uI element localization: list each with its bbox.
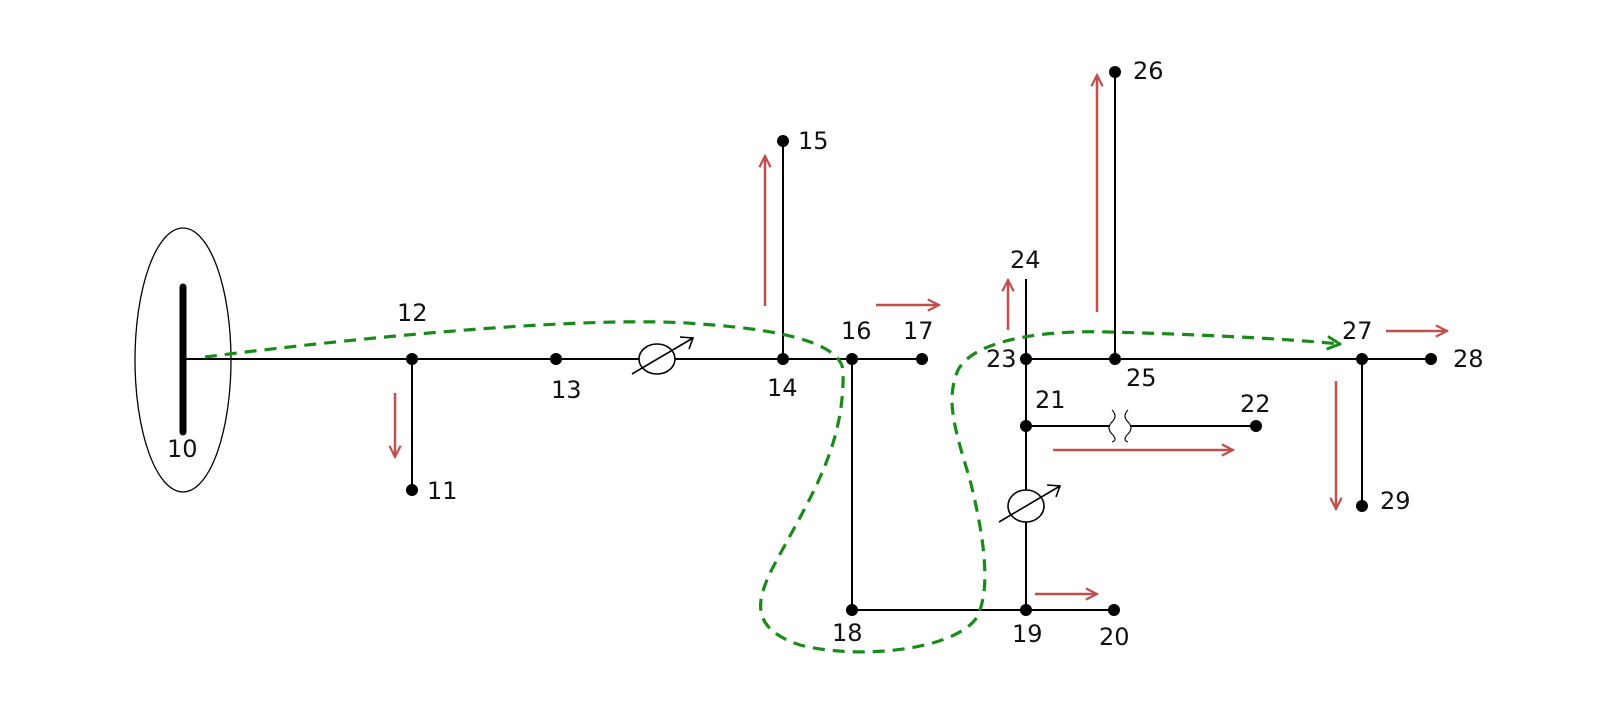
node-label-27: 27 <box>1342 317 1373 345</box>
node-17 <box>916 353 928 365</box>
node-label-28: 28 <box>1453 345 1484 373</box>
node-label-23: 23 <box>986 345 1017 373</box>
node-16 <box>846 353 858 365</box>
node-label-15: 15 <box>798 127 829 155</box>
network-lines <box>183 72 1431 611</box>
node-22 <box>1250 420 1262 432</box>
node-label-17: 17 <box>903 317 934 345</box>
node-dots <box>406 66 1437 616</box>
node-label-29: 29 <box>1380 487 1411 515</box>
node-labels: 10 11 12 13 14 15 16 17 18 19 20 21 22 2… <box>167 57 1484 651</box>
node-11 <box>406 484 418 496</box>
node-label-19: 19 <box>1012 620 1043 648</box>
node-29 <box>1356 500 1368 512</box>
regulator-icon <box>998 484 1062 523</box>
node-label-26: 26 <box>1133 57 1164 85</box>
node-label-21: 21 <box>1035 386 1066 414</box>
node-label-10: 10 <box>167 435 198 463</box>
node-label-24: 24 <box>1010 246 1041 274</box>
node-28 <box>1425 353 1437 365</box>
node-label-12: 12 <box>397 299 428 327</box>
node-label-22: 22 <box>1240 390 1271 418</box>
node-27 <box>1356 353 1368 365</box>
node-label-11: 11 <box>427 477 458 505</box>
node-25 <box>1109 353 1121 365</box>
node-23 <box>1020 353 1032 365</box>
node-label-20: 20 <box>1099 623 1130 651</box>
node-12 <box>406 353 418 365</box>
node-14 <box>777 353 789 365</box>
transformer-icon <box>1108 408 1132 444</box>
node-18 <box>846 604 858 616</box>
node-label-18: 18 <box>832 619 863 647</box>
node-19 <box>1020 604 1032 616</box>
node-15 <box>777 135 789 147</box>
node-13 <box>550 353 562 365</box>
node-label-14: 14 <box>767 374 798 402</box>
path-trace <box>204 320 1340 654</box>
node-label-13: 13 <box>551 376 582 404</box>
node-20 <box>1108 604 1120 616</box>
node-label-25: 25 <box>1126 364 1157 392</box>
node-21 <box>1020 420 1032 432</box>
flow-arrows <box>395 75 1447 594</box>
node-26 <box>1109 66 1121 78</box>
node-label-16: 16 <box>841 317 872 345</box>
regulator-icon <box>631 336 695 375</box>
